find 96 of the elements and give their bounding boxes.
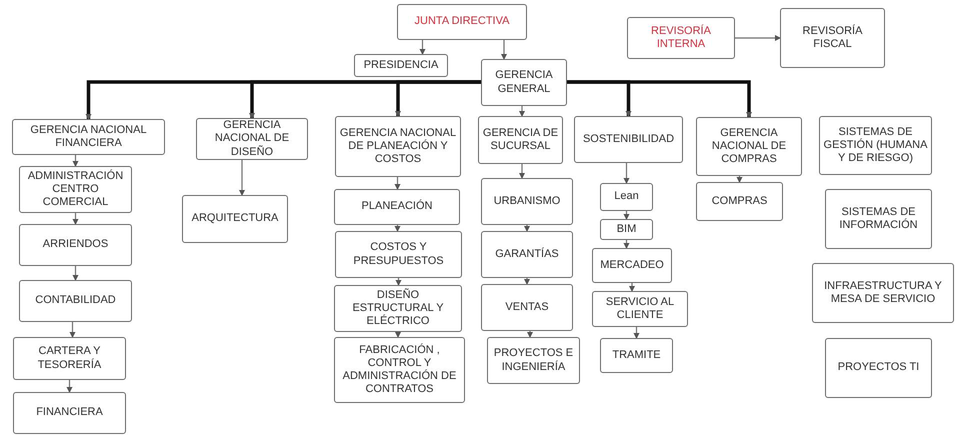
org-unit-box: [397, 4, 527, 40]
org-unit-box: [334, 337, 465, 403]
connector-arrow: [624, 240, 630, 249]
connector-arrow: [394, 177, 400, 190]
unit-name: REVISORÍA FISCAL: [802, 24, 864, 52]
org-unit-box: [592, 248, 672, 283]
connector-arrow: [72, 155, 78, 167]
unit-name: VENTAS: [505, 300, 549, 314]
unit-name: GERENCIA NACIONAL DE COMPRAS: [710, 126, 788, 166]
unit-name: COMPRAS: [712, 194, 768, 208]
org-unit-box: [478, 116, 563, 164]
unit-name: SOSTENIBILIDAD: [582, 132, 674, 146]
org-unit-box: [600, 338, 673, 373]
org-unit-box: [481, 59, 567, 106]
org-unit-box: [825, 189, 932, 249]
unit-name: JUNTA DIRECTIVA: [414, 15, 510, 29]
unit-name: MERCADEO: [600, 258, 664, 272]
org-unit-box: [600, 183, 653, 211]
unit-name: GARANTÍAS: [495, 248, 559, 262]
org-unit-box: [481, 178, 573, 225]
org-unit-box: [13, 392, 126, 434]
org-unit-box: [600, 219, 653, 240]
org-unit-box: [780, 8, 885, 68]
org-unit-box: [13, 337, 126, 380]
unit-name: GERENCIA GENERAL: [494, 69, 554, 96]
unit-name: PLANEACIÓN: [362, 200, 432, 214]
connector-arrow: [66, 380, 72, 393]
connector-arrow: [629, 283, 635, 292]
unit-name: CONTABILIDAD: [35, 294, 116, 308]
unit-name: SERVICIO AL CLIENTE: [604, 296, 676, 322]
org-unit-box: [19, 224, 132, 266]
org-unit-box: [334, 285, 462, 332]
connector-arrow: [72, 213, 78, 225]
org-unit-box: [819, 116, 932, 175]
connector-arrow: [70, 322, 76, 338]
org-unit-box: [481, 231, 573, 278]
connector-arrow: [567, 80, 752, 118]
org-unit-box: [574, 116, 683, 163]
unit-name: ADMINISTRACIÓN CENTRO COMERCIAL: [26, 170, 124, 210]
org-unit-box: [696, 117, 802, 176]
unit-name: GERENCIA NACIONAL DE PLANEACIÓN Y COSTOS: [338, 126, 458, 166]
connector-arrow: [524, 225, 530, 232]
unit-name: PROYECTOS E INGENIERÍA: [492, 347, 574, 374]
connector-arrow: [501, 40, 507, 60]
connector-arrow: [72, 266, 78, 281]
unit-name: FINANCIERA: [36, 406, 103, 420]
unit-name: DISEÑO ESTRUCTURAL Y ELÉCTRICO: [351, 288, 445, 328]
connector-arrow: [736, 176, 742, 183]
connector-arrow: [395, 332, 401, 338]
org-unit-box: [627, 17, 735, 59]
connector-arrow: [524, 278, 530, 285]
unit-name: PRESIDENCIA: [364, 58, 438, 72]
org-unit-box: [487, 337, 580, 384]
org-unit-box: [335, 116, 461, 177]
org-unit-box: [812, 263, 954, 323]
unit-name: GERENCIA DE SUCURSAL: [482, 126, 560, 154]
unit-name: SISTEMAS DE GESTIÓN (HUMANA Y DE RIESGO): [822, 126, 928, 166]
unit-name: INFRAESTRUCTURA Y MESA DE SERVICIO: [823, 280, 943, 306]
connector-arrow: [634, 327, 640, 339]
unit-name: PROYECTOS TI: [838, 361, 920, 375]
unit-name: SISTEMAS DE INFORMACIÓN: [838, 206, 919, 232]
connector-arrow: [735, 35, 781, 41]
unit-name: BIM: [616, 222, 636, 236]
unit-name: GERENCIA NACIONAL FINANCIERA: [29, 124, 148, 150]
unit-name: URBANISMO: [494, 194, 560, 208]
org-unit-box: [19, 166, 132, 213]
unit-name: CARTERA Y TESORERÍA: [36, 345, 102, 372]
org-unit-box: [12, 119, 165, 155]
connector-arrow: [394, 225, 400, 232]
unit-name: ARRIENDOS: [42, 238, 108, 252]
org-unit-box: [354, 54, 448, 77]
org-unit-box: [696, 182, 783, 221]
unit-name: FABRICACIÓN , CONTROL Y ADMINISTRACIÓN DE CONTRATOS: [342, 344, 458, 396]
connector-arrow: [519, 106, 525, 117]
org-unit-box: [334, 189, 460, 225]
org-unit-box: [592, 291, 688, 327]
connector-arrow: [624, 211, 630, 220]
org-unit-box: [825, 338, 932, 398]
org-unit-box: [335, 231, 462, 278]
connector-arrow: [624, 163, 630, 184]
unit-name: COSTOS Y PRESUPUESTOS: [352, 241, 445, 268]
connector-arrow: [395, 80, 481, 117]
org-unit-box: [481, 284, 573, 331]
org-unit-box: [19, 280, 132, 322]
connector-arrow: [239, 160, 245, 196]
unit-name: Lean: [614, 190, 639, 204]
connector-arrow: [519, 164, 525, 179]
connector-arrow: [420, 40, 426, 55]
org-unit-box: [196, 118, 308, 160]
unit-name: TRAMITE: [612, 348, 661, 362]
unit-name: ARQUITECTURA: [192, 212, 278, 226]
connector-arrow: [396, 278, 402, 286]
connector-arrow: [527, 331, 533, 338]
unit-name: REVISORÍA INTERNA: [650, 24, 712, 52]
org-unit-box: [182, 195, 288, 243]
unit-name: GERENCIA NACIONAL DE DISEÑO: [214, 119, 290, 159]
